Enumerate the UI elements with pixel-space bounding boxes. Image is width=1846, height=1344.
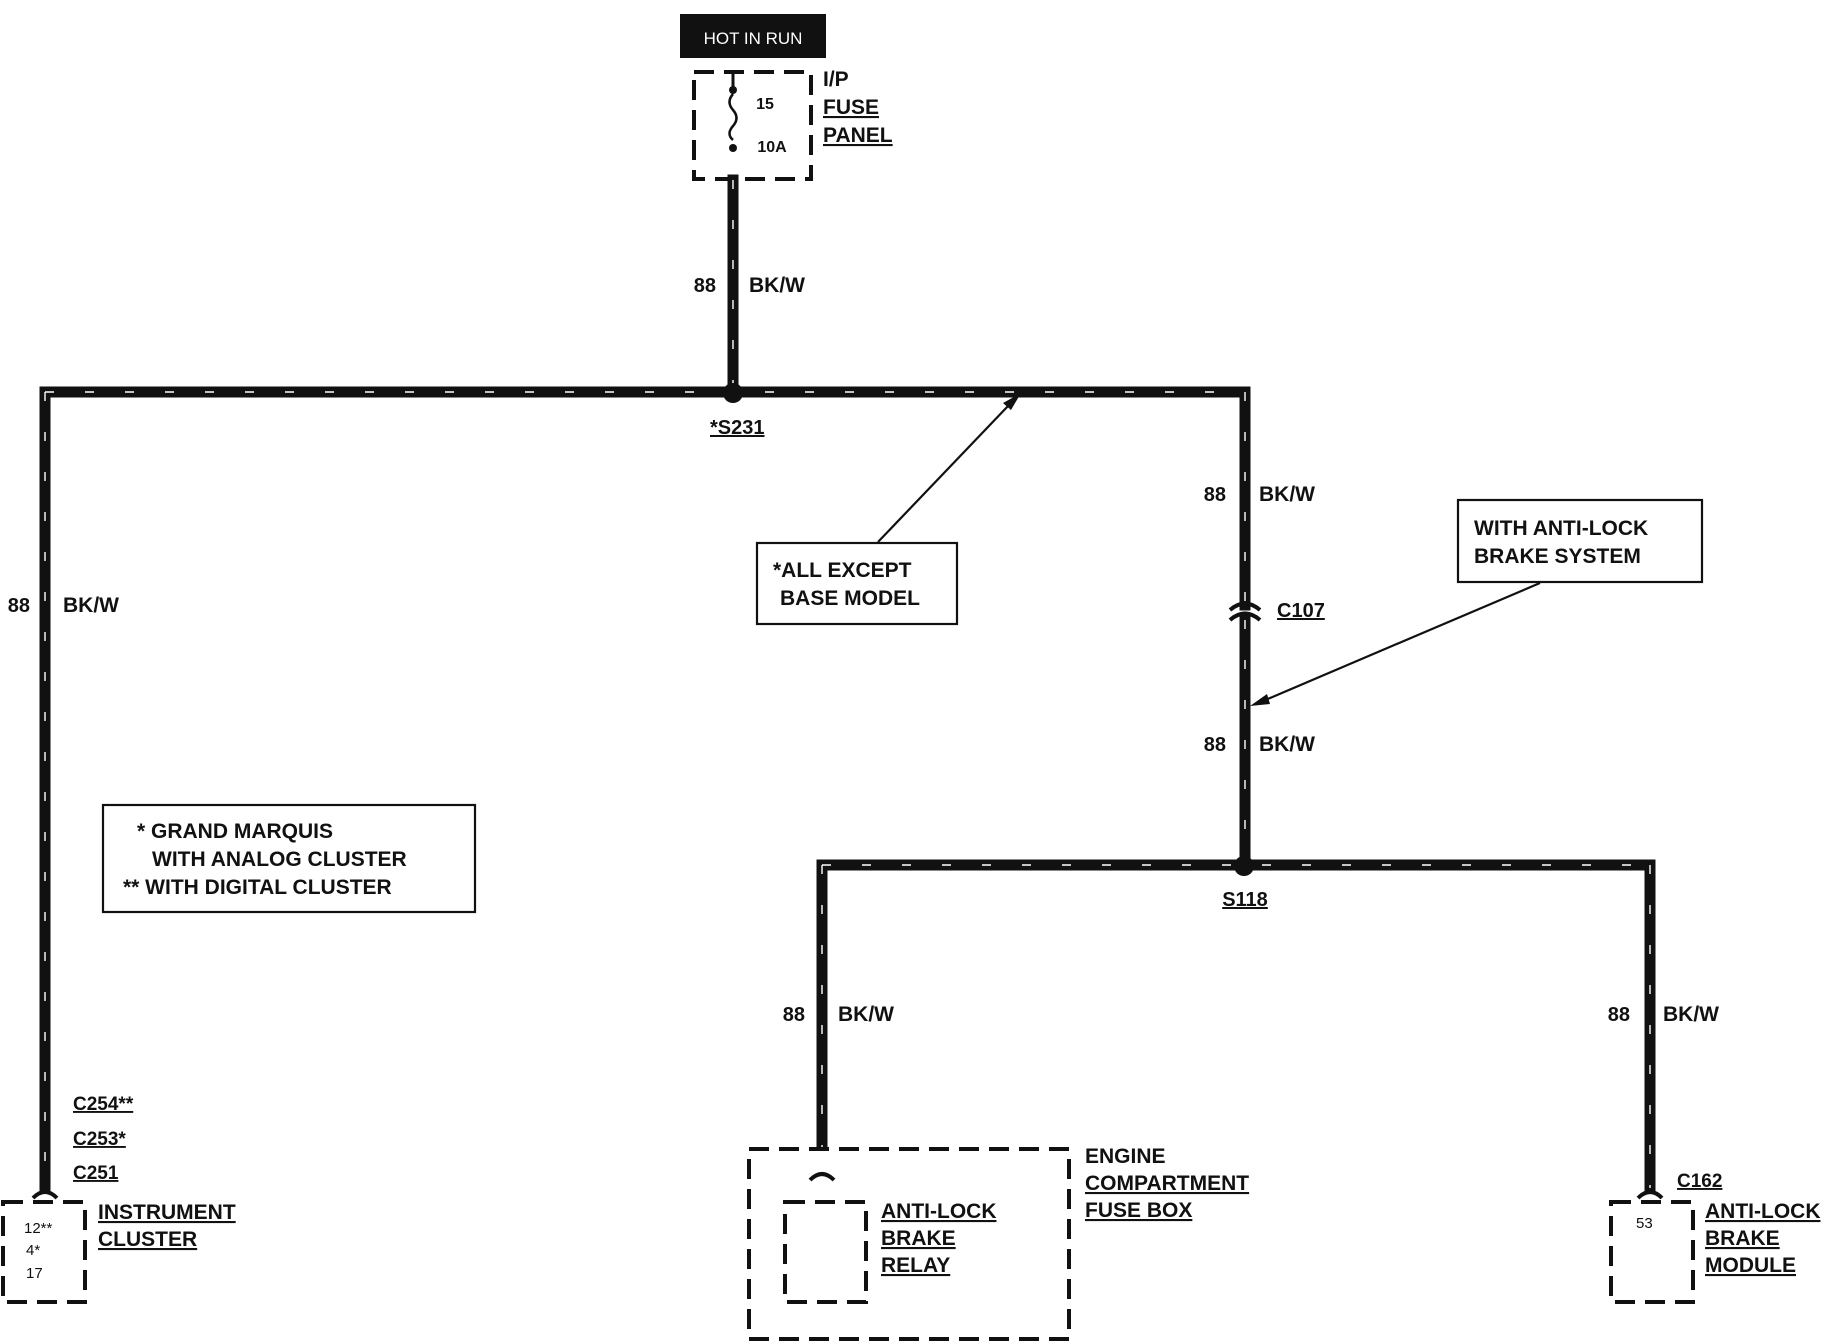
abs-module-title-2: BRAKE (1705, 1227, 1780, 1250)
fuse-rating: 10A (757, 139, 787, 156)
note-base-model-box (755, 541, 959, 626)
abs-relay-title-1: ANTI-LOCK (881, 1200, 996, 1223)
instrument-cluster-title-2: CLUSTER (98, 1228, 197, 1251)
wire-circuit-label: 88 (783, 1004, 805, 1026)
cluster-legend-line-2: WITH ANALOG CLUSTER (152, 848, 407, 871)
connector-c251-label: C251 (73, 1163, 119, 1184)
wire-color-label: BK/W (838, 1003, 894, 1026)
note-base-model-line-1: *ALL EXCEPT (773, 559, 912, 582)
cluster-legend-line-3: ** WITH DIGITAL CLUSTER (123, 876, 392, 899)
instrument-cluster-title-1: INSTRUMENT (98, 1201, 236, 1224)
hot-in-run-label: HOT IN RUN (704, 29, 803, 48)
connector-c162-label: C162 (1677, 1171, 1722, 1192)
instrument-cluster-pin-1: 12** (24, 1220, 53, 1237)
note-abs-line-2: BRAKE SYSTEM (1474, 545, 1641, 568)
fuse-box-title-1: ENGINE (1085, 1145, 1166, 1168)
fuse-box-title-2: COMPARTMENT (1085, 1172, 1249, 1195)
instrument-cluster-pin-2: 4* (26, 1242, 40, 1259)
connector-c162-symbol (1636, 1190, 1664, 1200)
wire-circuit-label: 88 (8, 595, 30, 617)
abs-module-title-3: MODULE (1705, 1254, 1796, 1277)
fuse-box-title-3: FUSE BOX (1085, 1199, 1192, 1222)
note-abs-box (1456, 498, 1704, 584)
connector-c107-label: C107 (1277, 600, 1325, 622)
wire-color-label: BK/W (1259, 733, 1315, 756)
abs-relay-connector-symbol (808, 1172, 836, 1182)
cluster-legend-line-1: * GRAND MARQUIS (137, 820, 333, 843)
abs-relay-title-2: BRAKE (881, 1227, 956, 1250)
splice-s118 (1234, 856, 1254, 876)
abs-module-box (1609, 1200, 1695, 1304)
wire-circuit-label: 88 (1204, 734, 1226, 756)
connector-c251-symbol (31, 1190, 59, 1200)
splice-s231 (723, 383, 743, 403)
note-base-model-line-2: BASE MODEL (780, 587, 920, 610)
connector-c253-label: C253* (73, 1129, 126, 1150)
wire-color-label: BK/W (1259, 483, 1315, 506)
abs-module-pin: 53 (1636, 1215, 1653, 1232)
abs-relay-box (783, 1200, 868, 1304)
abs-relay-title-3: RELAY (881, 1254, 950, 1277)
fuse-panel-title-1: I/P (823, 68, 849, 91)
wire-circuit-label: 88 (1608, 1004, 1630, 1026)
wire-color-label: BK/W (63, 594, 119, 617)
connector-c254-label: C254** (73, 1094, 134, 1115)
abs-module-title-1: ANTI-LOCK (1705, 1200, 1820, 1223)
wire-circuit-label: 88 (694, 275, 716, 297)
note-abs-arrow (1262, 581, 1541, 703)
instrument-cluster-box (1, 1200, 87, 1304)
instrument-cluster-pin-3: 17 (26, 1265, 43, 1282)
fuse-panel-title-3: PANEL (823, 124, 893, 147)
cluster-legend-box (101, 803, 477, 914)
fuse-panel-title-2: FUSE (823, 96, 879, 119)
fuse-symbol (728, 93, 738, 141)
wire-color-label: BK/W (1663, 1003, 1719, 1026)
wire-harness (39, 174, 1656, 1194)
note-base-model-arrow (877, 404, 1010, 543)
connector-c107-symbol (1228, 601, 1262, 622)
wire-circuit-label: 88 (1204, 484, 1226, 506)
fuse-panel-box (692, 70, 813, 181)
hot-in-run-box (680, 14, 826, 58)
splice-s118-label: S118 (1222, 889, 1268, 911)
note-abs-line-1: WITH ANTI-LOCK (1474, 517, 1648, 540)
splice-s231-label: *S231 (710, 417, 765, 439)
wire-color-label: BK/W (749, 274, 805, 297)
fuse-number: 15 (756, 96, 774, 113)
